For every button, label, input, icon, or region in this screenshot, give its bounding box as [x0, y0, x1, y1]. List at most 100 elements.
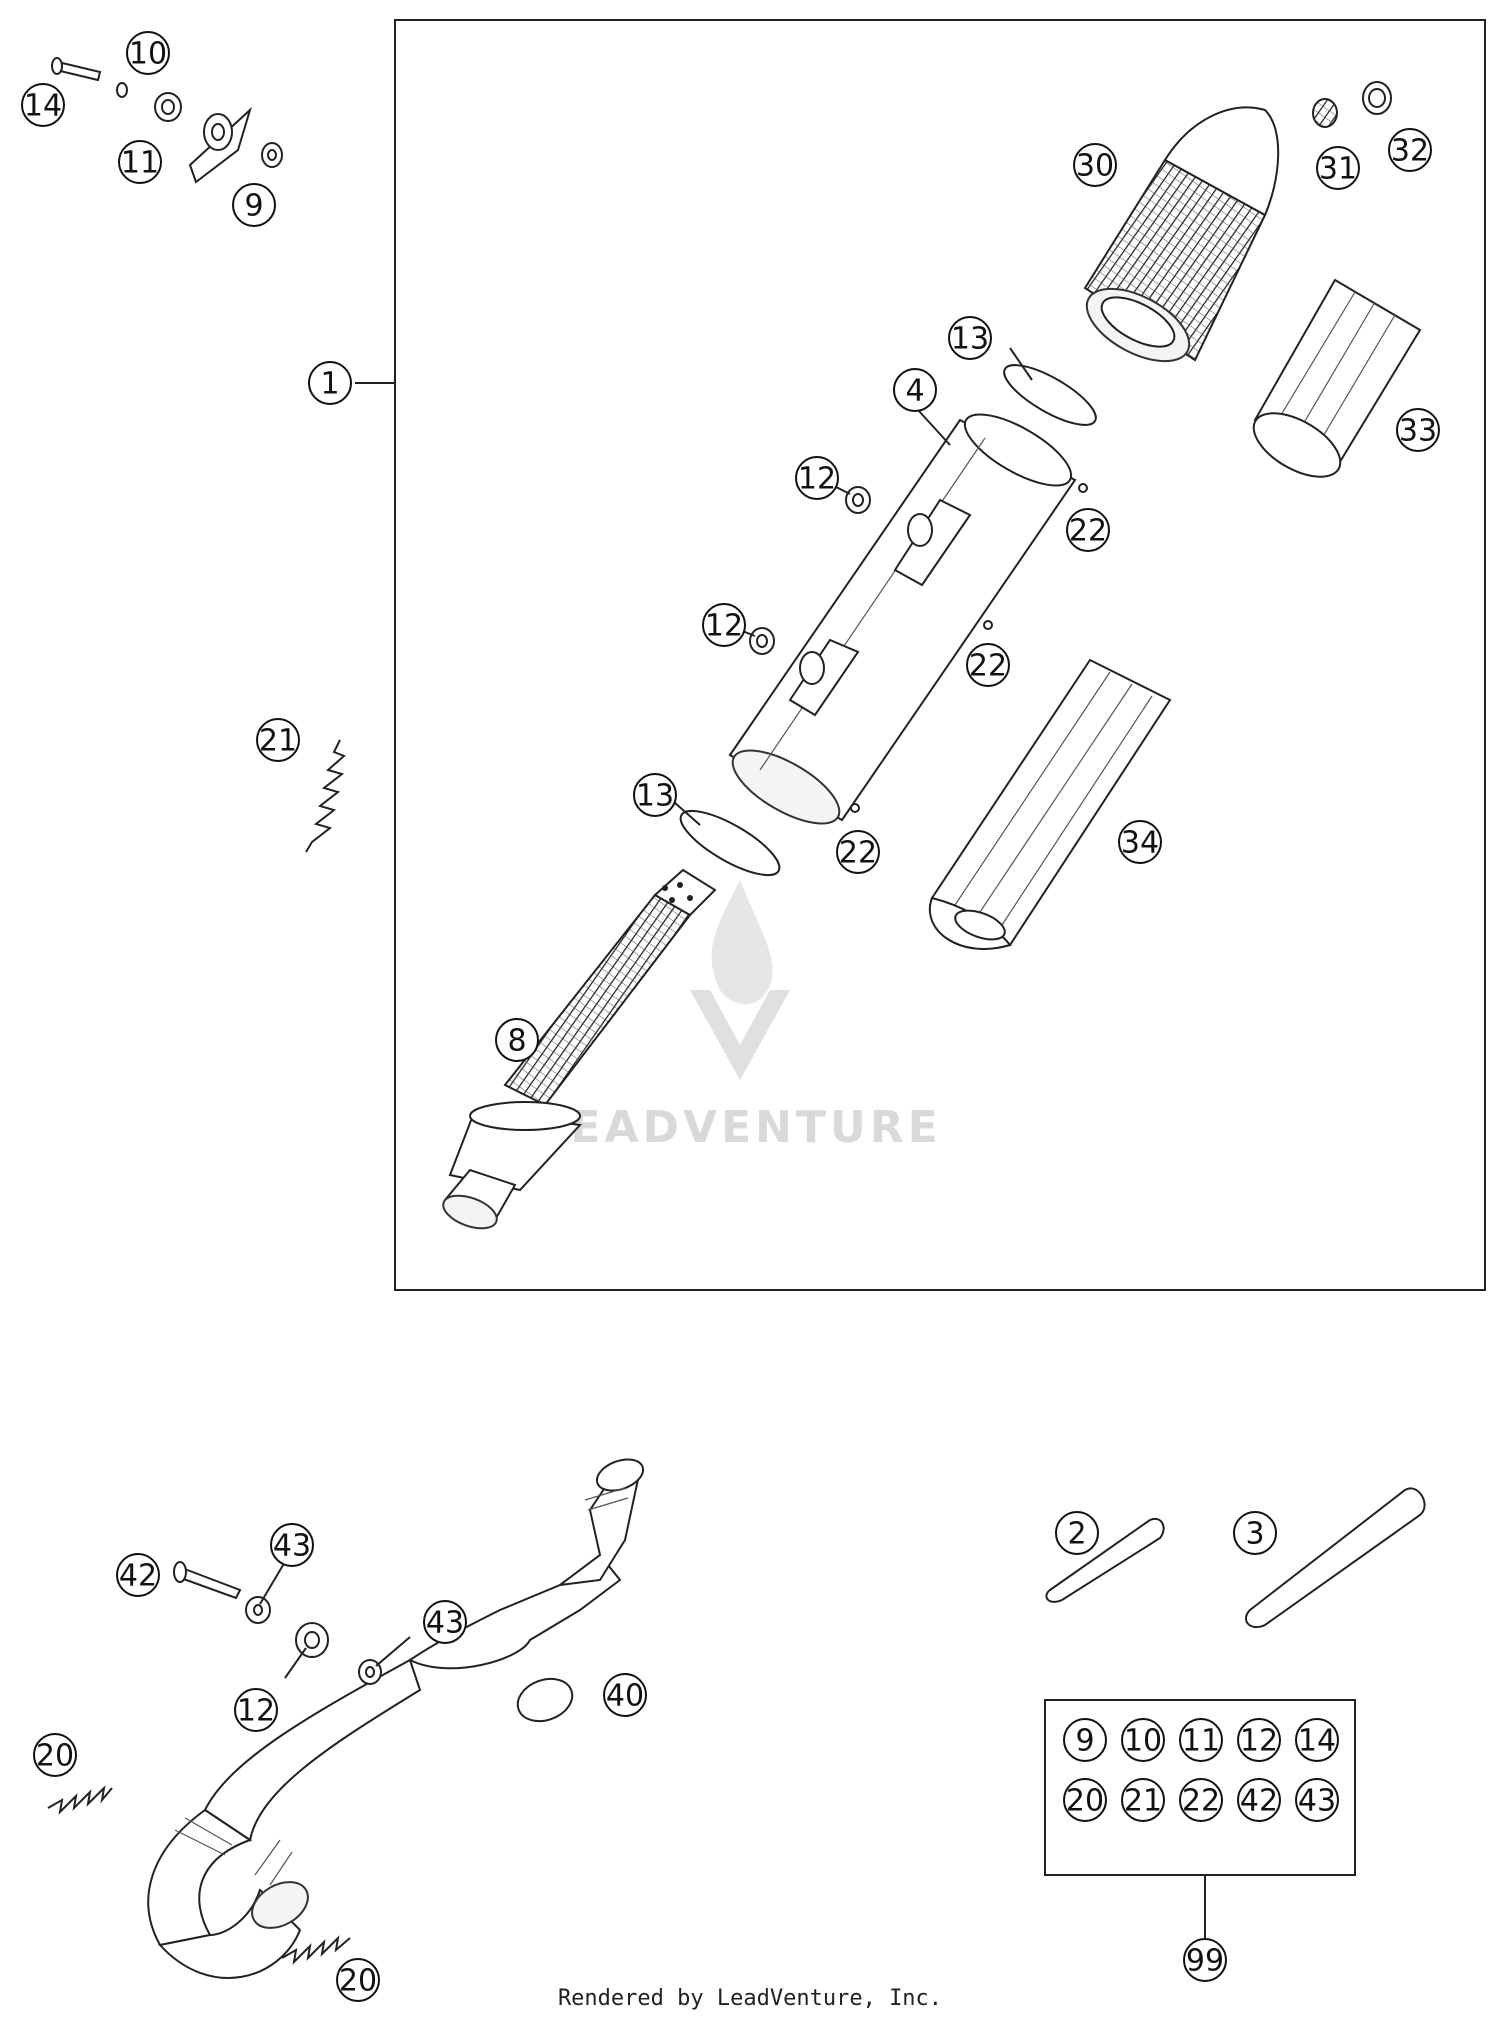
callout-42: 42 [116, 1553, 160, 1597]
svg-text:42: 42 [1240, 1784, 1278, 1819]
cap-parts-31-32 [1312, 81, 1392, 128]
silencer-assembly-frame [394, 19, 1486, 1291]
spring-21 [305, 739, 346, 853]
svg-text:22: 22 [839, 836, 877, 871]
callout-9: 9 [232, 183, 276, 227]
callout-12-upper: 12 [795, 456, 839, 500]
springs-20 [47, 1785, 351, 1965]
svg-text:13: 13 [951, 322, 989, 357]
callout-99: 99 [1183, 1938, 1227, 1982]
svg-text:11: 11 [1182, 1724, 1220, 1759]
svg-text:9: 9 [1075, 1724, 1094, 1759]
end-cap-30 [1083, 106, 1280, 363]
gasket-13-top [1003, 364, 1097, 426]
callout-11: 11 [118, 140, 162, 184]
svg-text:13: 13 [636, 779, 674, 814]
rivets-22 [850, 483, 1088, 813]
callout-13-lower: 13 [633, 773, 677, 817]
svg-text:12: 12 [1240, 1724, 1278, 1759]
kit-item-9: 9 [1063, 1718, 1107, 1762]
kit-item-20: 20 [1063, 1778, 1107, 1822]
callout-20-left: 20 [33, 1733, 77, 1777]
svg-text:22: 22 [1182, 1784, 1220, 1819]
svg-text:11: 11 [121, 146, 159, 181]
kit-item-11: 11 [1179, 1718, 1223, 1762]
svg-text:30: 30 [1076, 149, 1114, 184]
svg-text:20: 20 [339, 1964, 377, 1999]
cover-33 [1252, 278, 1422, 478]
silencer-body-4 [728, 413, 1077, 825]
svg-text:12: 12 [237, 1694, 275, 1729]
kit-item-43: 43 [1295, 1778, 1339, 1822]
callout-12-header: 12 [234, 1688, 278, 1732]
callout-4: 4 [893, 368, 937, 412]
mount-hardware-group [51, 57, 283, 184]
svg-text:21: 21 [259, 724, 297, 759]
svg-text:43: 43 [273, 1529, 311, 1564]
svg-text:14: 14 [1298, 1724, 1336, 1759]
svg-text:40: 40 [606, 1679, 644, 1714]
svg-text:42: 42 [119, 1559, 157, 1594]
perforated-tube-8 [442, 868, 717, 1230]
svg-text:9: 9 [244, 189, 263, 224]
callout-2: 2 [1055, 1511, 1099, 1555]
callout-22-middle: 22 [966, 643, 1010, 687]
svg-text:21: 21 [1124, 1784, 1162, 1819]
callout-33: 33 [1396, 408, 1440, 452]
cover-34 [929, 658, 1172, 950]
svg-text:20: 20 [1066, 1784, 1104, 1819]
svg-text:10: 10 [129, 37, 167, 72]
svg-text:8: 8 [507, 1024, 526, 1059]
svg-text:1: 1 [320, 367, 339, 402]
callout-31: 31 [1316, 146, 1360, 190]
callout-14: 14 [21, 83, 65, 127]
kit-item-22: 22 [1179, 1778, 1223, 1822]
svg-text:12: 12 [705, 609, 743, 644]
callout-3: 3 [1233, 1511, 1277, 1555]
svg-text:31: 31 [1319, 152, 1357, 187]
svg-text:3: 3 [1245, 1517, 1264, 1552]
kit-item-21: 21 [1121, 1778, 1165, 1822]
watermark: LEADVENTURE [538, 880, 941, 1153]
callout-8: 8 [495, 1018, 539, 1062]
callout-34: 34 [1118, 820, 1162, 864]
svg-text:22: 22 [1069, 514, 1107, 549]
callout-10: 10 [126, 31, 170, 75]
kit-item-12: 12 [1237, 1718, 1281, 1762]
callout-20-bottom: 20 [336, 1958, 380, 2002]
callout-43-lower: 43 [423, 1600, 467, 1644]
svg-text:4: 4 [905, 374, 924, 409]
callout-13-upper: 13 [948, 316, 992, 360]
svg-text:14: 14 [24, 89, 62, 124]
svg-text:20: 20 [36, 1739, 74, 1774]
kit-item-14: 14 [1295, 1718, 1339, 1762]
kit-item-10: 10 [1121, 1718, 1165, 1762]
callout-43-upper: 43 [270, 1523, 314, 1567]
heat-shields [1045, 1487, 1426, 1629]
callout-1: 1 [308, 361, 352, 405]
svg-text:34: 34 [1121, 826, 1159, 861]
svg-text:10: 10 [1124, 1724, 1162, 1759]
watermark-text: LEADVENTURE [538, 1102, 941, 1153]
callout-21: 21 [256, 718, 300, 762]
svg-text:43: 43 [426, 1606, 464, 1641]
header-pipe-40 [147, 1458, 645, 1979]
kit-item-42: 42 [1237, 1778, 1281, 1822]
grommets-12 [749, 486, 871, 655]
header-hardware [173, 1561, 382, 1685]
gasket-13-lower [679, 809, 781, 877]
callout-40: 40 [603, 1673, 647, 1717]
callout-30: 30 [1073, 143, 1117, 187]
callout-32: 32 [1388, 128, 1432, 172]
svg-text:2: 2 [1067, 1517, 1086, 1552]
svg-text:33: 33 [1399, 414, 1437, 449]
svg-text:99: 99 [1186, 1944, 1224, 1979]
svg-text:22: 22 [969, 649, 1007, 684]
render-credit: Rendered by LeadVenture, Inc. [558, 1986, 942, 2011]
svg-text:12: 12 [798, 462, 836, 497]
svg-text:43: 43 [1298, 1784, 1336, 1819]
callout-12-middle: 12 [702, 603, 746, 647]
callout-22-lower: 22 [836, 830, 880, 874]
svg-text:32: 32 [1391, 134, 1429, 169]
